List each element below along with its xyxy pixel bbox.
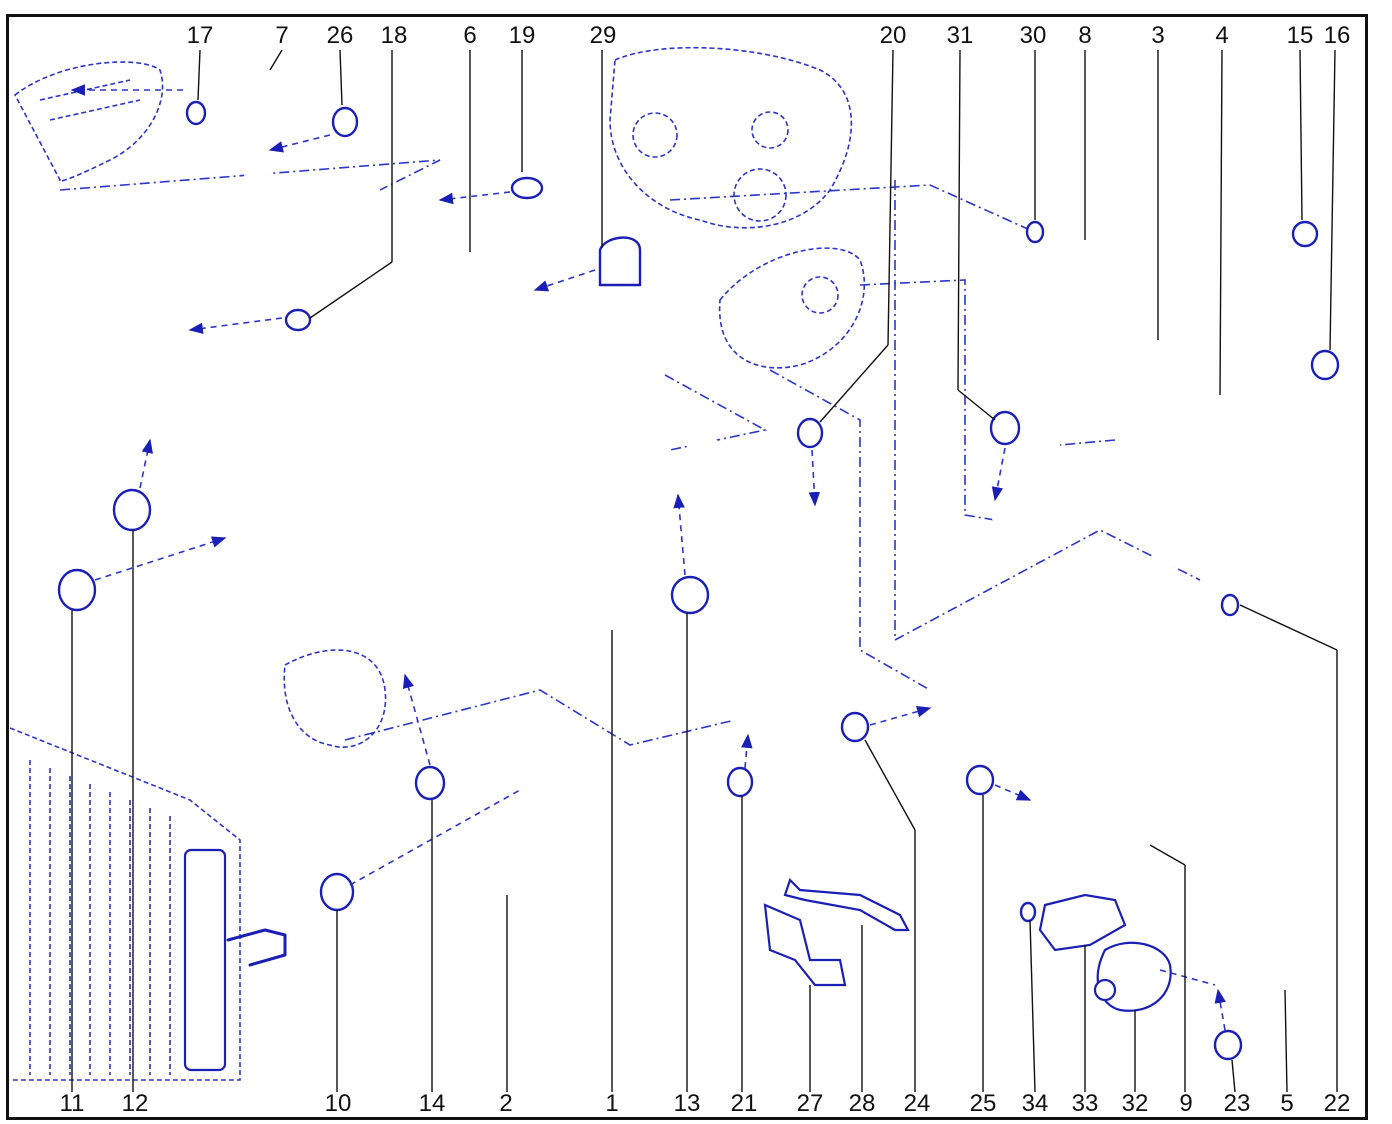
callout-34: 34: [1021, 1090, 1049, 1117]
callout-18: 18: [380, 22, 408, 49]
callout-23: 23: [1223, 1090, 1251, 1117]
callout-27: 27: [796, 1090, 824, 1117]
callout-7: 7: [275, 22, 289, 49]
callout-14: 14: [418, 1090, 446, 1117]
thermostat-housing: [718, 247, 865, 369]
callout-30: 30: [1019, 22, 1047, 49]
reference-lines: [59, 159, 1201, 746]
callout-8: 8: [1078, 22, 1092, 49]
callout-3: 3: [1151, 22, 1165, 49]
callout-5: 5: [1280, 1090, 1294, 1117]
callout-25: 25: [969, 1090, 997, 1117]
callout-24: 24: [903, 1090, 931, 1117]
radiator: [9, 727, 287, 1081]
callout-21: 21: [730, 1090, 758, 1117]
assembly-arrows: [70, 84, 1226, 1031]
callout-22: 22: [1323, 1090, 1351, 1117]
hose-clamps: [57, 100, 1340, 1061]
callout-31: 31: [946, 22, 974, 49]
callout-12: 12: [121, 1090, 149, 1117]
callout-17: 17: [186, 22, 214, 49]
callout-13: 13: [673, 1090, 701, 1117]
callout-26: 26: [326, 22, 354, 49]
callout-32: 32: [1121, 1090, 1149, 1117]
callout-28: 28: [848, 1090, 876, 1117]
callout-19: 19: [508, 22, 536, 49]
outlet-housing: [283, 649, 387, 748]
heater-connection: [13, 61, 164, 183]
callout-33: 33: [1071, 1090, 1099, 1117]
callout-11: 11: [59, 1090, 85, 1117]
callout-4: 4: [1215, 22, 1229, 49]
callout-1: 1: [605, 1090, 619, 1117]
callout-2: 2: [499, 1090, 513, 1117]
hoses: [115, 45, 1354, 994]
leader-lines: [71, 49, 1338, 1093]
callout-9: 9: [1179, 1090, 1193, 1117]
callout-6: 6: [463, 22, 477, 49]
brackets-and-pump: [763, 877, 1172, 1012]
callout-16: 16: [1323, 22, 1351, 49]
callout-15: 15: [1286, 22, 1314, 49]
callout-10: 10: [324, 1090, 352, 1117]
callout-20: 20: [879, 22, 907, 49]
callout-29: 29: [589, 22, 617, 49]
engine-block: [609, 46, 853, 229]
